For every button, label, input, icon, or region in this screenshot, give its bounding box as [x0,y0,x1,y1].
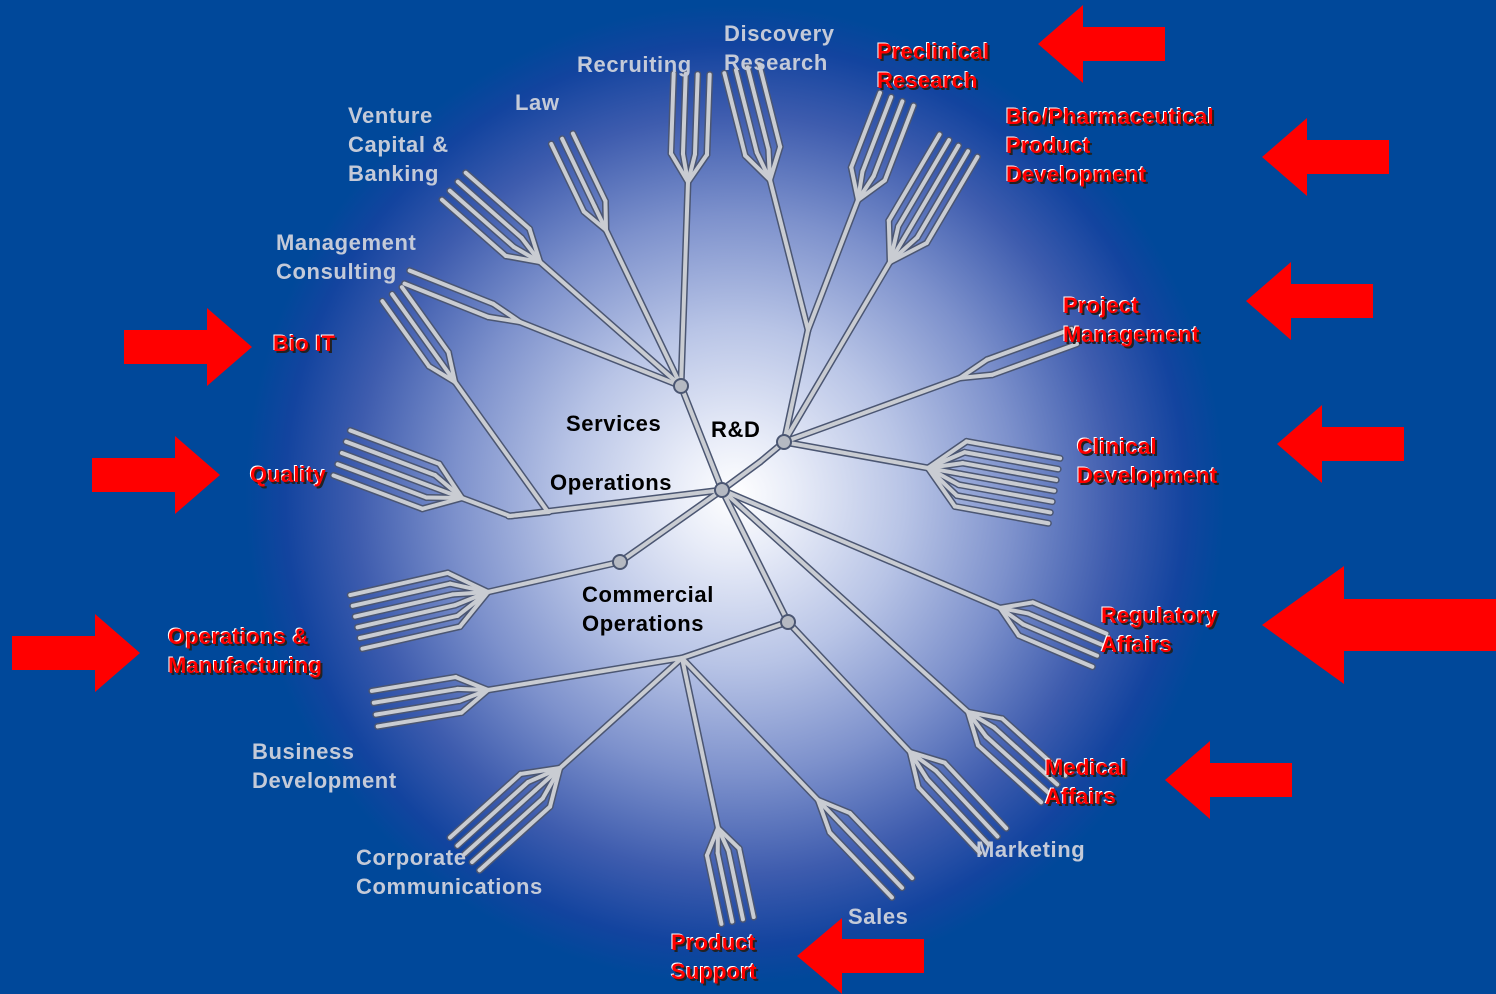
arrow-icon [1246,262,1373,340]
law-label: Law [515,90,560,115]
regulatory-affairs-label: Regulatory Affairs [1101,603,1218,657]
sales-label: Sales [848,904,909,929]
services-label: Services [566,411,662,436]
corporate-communications-label: Corporate Communications [356,845,543,899]
operations-label: Operations [550,470,673,495]
commercial-operations-label: Commercial Operations [582,582,714,636]
arrow-icon [1277,405,1404,483]
arrow-icon [124,308,252,386]
discovery-research-label: Discovery Research [724,21,835,75]
marketing-label: Marketing [976,837,1086,862]
product-support-label: Product Support [671,930,757,984]
recruiting-label: Recruiting [577,52,692,77]
preclinical-research-label: Preclinical Research [877,39,990,93]
rd-label: R&D [711,417,761,442]
arrow-icon [1038,5,1165,83]
medical-affairs-label: Medical Affairs [1045,755,1128,809]
arrow-icon [1262,118,1389,196]
quality-label: Quality [250,462,326,487]
biopharma-product-development-label: Bio/Pharmaceutical Product Development [1006,104,1214,187]
clinical-development-label: Clinical Development [1077,434,1218,488]
management-consulting-label: Management Consulting [276,230,417,284]
project-management-label: Project Management [1063,293,1200,347]
bio-it-label: Bio IT [273,331,336,356]
arrow-icon [797,918,924,994]
arrow-icon [1262,566,1496,684]
arrow-icon [1165,741,1292,819]
operations-manufacturing-label: Operations & Manufacturing [168,624,323,678]
arrow-icon [12,614,140,692]
arrow-icon [92,436,220,514]
business-development-label: Business Development [252,739,397,793]
venture-capital-label: Venture Capital & Banking [348,103,449,186]
